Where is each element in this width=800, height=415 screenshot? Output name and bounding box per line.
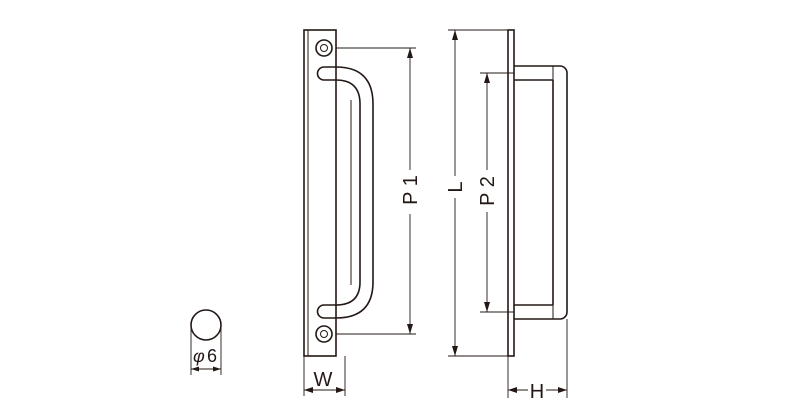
dimension-h: H	[507, 319, 568, 403]
diameter-symbol: φ	[193, 346, 205, 366]
p1-label-mask	[400, 170, 420, 214]
side-view	[507, 29, 568, 357]
section-arrow-left	[191, 366, 199, 372]
side-grip-outer	[514, 65, 568, 320]
dimension-p2: P 2	[477, 72, 514, 313]
front-grip-top-end	[316, 66, 325, 81]
w-arrow-left	[304, 387, 313, 393]
l-label: L	[445, 181, 467, 192]
h-arrow-left	[508, 387, 517, 393]
diameter-value: 6	[207, 346, 217, 366]
top-screw-hole-outer	[315, 39, 333, 57]
bottom-screw-hole-inner	[320, 330, 328, 338]
side-base-plate	[507, 29, 515, 357]
front-grip-outer	[324, 66, 374, 319]
p2-label-mask	[477, 170, 497, 212]
l-arrow-top	[452, 30, 458, 40]
bar-cross-section	[190, 309, 222, 341]
w-arrow-right	[336, 387, 345, 393]
top-screw-hole-inner	[320, 44, 328, 52]
p2-arrow-top	[484, 73, 490, 83]
p2-arrow-bottom	[484, 302, 490, 312]
section-arrow-right	[213, 366, 221, 372]
p1-arrow-top	[407, 48, 413, 58]
h-label-mask	[528, 378, 546, 402]
l-label-mask	[445, 176, 465, 198]
p1-label: P 1	[400, 175, 422, 205]
dimension-w: W	[303, 356, 346, 396]
l-arrow-bottom	[452, 346, 458, 356]
h-arrow-right	[558, 387, 567, 393]
dimension-l: L	[445, 29, 508, 357]
front-base-plate	[303, 29, 337, 357]
front-grip-bottom-end	[316, 304, 325, 319]
front-grip-inner	[324, 79, 361, 306]
h-label: H	[530, 381, 544, 403]
front-view	[303, 29, 374, 357]
p2-label: P 2	[477, 176, 499, 206]
dimension-p1: P 1	[336, 47, 422, 335]
bottom-screw-hole-outer	[315, 325, 333, 343]
cross-section: φ 6	[190, 309, 222, 375]
w-label: W	[314, 369, 333, 391]
p1-arrow-bottom	[407, 324, 413, 334]
